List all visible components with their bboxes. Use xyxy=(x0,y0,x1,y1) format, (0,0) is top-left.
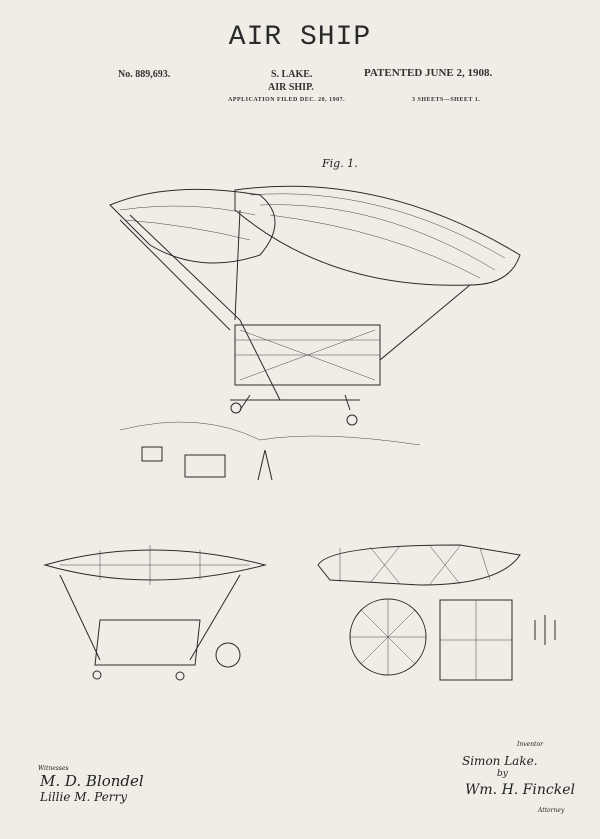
inventor-name: S. LAKE. xyxy=(271,69,313,80)
side-view-figure xyxy=(43,545,267,681)
patent-number: No. 889,693. xyxy=(118,69,171,80)
attorney-label: Attorney xyxy=(538,807,565,814)
witnesses-label: Witnesses xyxy=(38,765,69,772)
sheet-count: 3 SHEETS—SHEET 1. xyxy=(412,97,481,103)
witness-signature-1: M. D. Blondel xyxy=(40,772,144,790)
inventor-signature: Simon Lake. xyxy=(462,754,538,768)
poster-title: AIR SHIP xyxy=(228,22,372,53)
frame-sections-figure xyxy=(317,544,556,681)
attorney-signature: Wm. H. Finckel xyxy=(465,782,575,798)
patent-subtitle: AIR SHIP. xyxy=(268,82,314,93)
main-airship-figure xyxy=(109,185,521,481)
figure-label: Fig. 1. xyxy=(322,157,358,170)
patent-date: PATENTED JUNE 2, 1908. xyxy=(364,67,493,79)
witness-signature-2: Lillie M. Perry xyxy=(40,790,128,804)
inventor-label: Inventor xyxy=(517,741,543,748)
by-label: by xyxy=(497,769,508,779)
application-date: APPLICATION FILED DEC. 20, 1907. xyxy=(228,97,346,103)
